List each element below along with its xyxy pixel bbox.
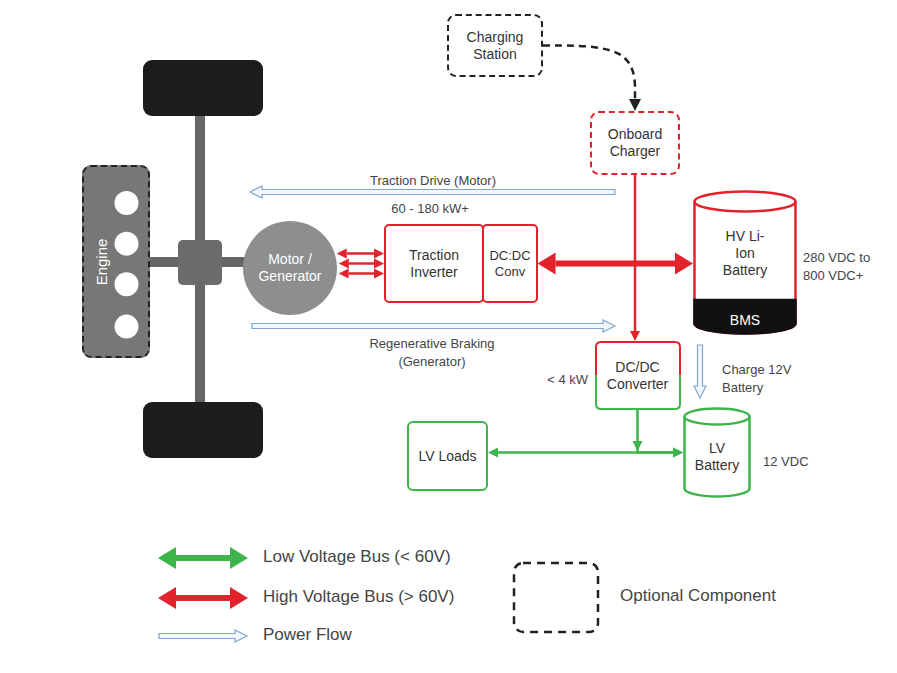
cylinder-bore (115, 272, 139, 296)
node-label: LV Loads (418, 448, 476, 465)
annotation: 280 VDC to 800 VDC+ (803, 248, 889, 285)
node-label: Engine (93, 238, 111, 285)
legend-label: Low Voltage Bus (< 60V) (263, 547, 451, 566)
annotation-text: Traction Drive (Motor) (370, 173, 496, 188)
legend-swatch (158, 546, 248, 570)
legend-label-holder: High Voltage Bus (> 60V) (263, 587, 454, 607)
power-flow-arrow (694, 345, 706, 398)
bus-connector (347, 252, 374, 255)
hv-battery-cylinder: HV Li-Ion BatteryBMS (693, 190, 797, 335)
node-label: Charging Station (455, 29, 535, 63)
traction-inverter-box: Traction Inverter (384, 224, 484, 303)
junction-arrowhead (633, 441, 643, 451)
lv-loads-box: LV Loads (407, 421, 488, 491)
bus-connector (634, 175, 637, 331)
charging-station-box: Charging Station (447, 14, 543, 77)
power-flow-sample (159, 630, 247, 642)
cylinder-bore (115, 191, 139, 215)
legend-label: Optional Component (620, 586, 776, 605)
annotation: Traction Drive (Motor) (333, 171, 533, 189)
bus-connector (543, 46, 635, 100)
wheel (143, 402, 263, 458)
node-label: DC:DC Conv (488, 248, 531, 279)
node-label: Motor / Generator (253, 251, 327, 285)
bms-band-fill (695, 300, 796, 333)
optional-box-sample (514, 563, 598, 632)
lv-battery-cylinder: LV Battery (683, 407, 751, 498)
cylinder-top (685, 409, 750, 425)
bus-arrow-sample (158, 587, 248, 609)
annotation: 12 VDC (763, 452, 843, 470)
annotation-text: Charge 12V Battery (722, 362, 791, 395)
node-label: DC/DC Converter (602, 359, 674, 393)
dcdc-converter-box: DC/DC Converter (595, 341, 681, 410)
legend-label-holder: Optional Component (620, 586, 776, 606)
annotation-text: < 4 kW (547, 372, 588, 387)
node-label: HV Li-Ion Battery (719, 228, 771, 278)
legend-swatch (511, 560, 601, 635)
cylinder-body (695, 202, 796, 334)
legend-swatch (158, 628, 248, 644)
node-label: LV Battery (689, 440, 745, 474)
annotation-text: 60 - 180 kW+ (391, 201, 469, 216)
legend-label: High Voltage Bus (> 60V) (263, 587, 454, 606)
annotation: < 4 kW (520, 370, 588, 388)
annotation: Charge 12V Battery (722, 360, 806, 397)
annotation-text: Regenerative Braking (Generator) (369, 336, 494, 369)
node-label: Traction Inverter (394, 247, 474, 281)
legend-label: Power Flow (263, 625, 352, 644)
node-label: BMS (730, 312, 760, 329)
legend-label-holder: Low Voltage Bus (< 60V) (263, 547, 451, 567)
bus-connector (638, 410, 674, 453)
bus-connector (349, 272, 374, 275)
cylinder-bore (115, 315, 139, 339)
annotation-text: 12 VDC (763, 454, 809, 469)
motor-generator-circle: Motor / Generator (243, 221, 337, 315)
annotation-text: 280 VDC to 800 VDC+ (803, 250, 870, 283)
bus-arrow-sample (158, 547, 248, 569)
cylinder-bore (115, 232, 139, 256)
annotation: 60 - 180 kW+ (360, 199, 500, 217)
cylinder-body (685, 417, 750, 497)
annotation: Regenerative Braking (Generator) (357, 334, 507, 371)
dcdc-conv-box: DC:DC Conv (482, 224, 537, 303)
wheel (143, 60, 263, 116)
legend-swatch (158, 586, 248, 610)
cylinder-top (695, 192, 796, 212)
onboard-charger-box: Onboard Charger (590, 111, 680, 175)
legend-label-holder: Power Flow (263, 625, 352, 645)
gearbox (178, 240, 222, 285)
bus-connector (556, 261, 675, 267)
bus-connector (498, 451, 673, 454)
engine-block: Engine (82, 165, 150, 358)
power-flow-arrow (252, 320, 615, 332)
node-label: Onboard Charger (597, 126, 673, 160)
bus-connector (349, 262, 374, 265)
bms-band: BMS (693, 305, 797, 335)
